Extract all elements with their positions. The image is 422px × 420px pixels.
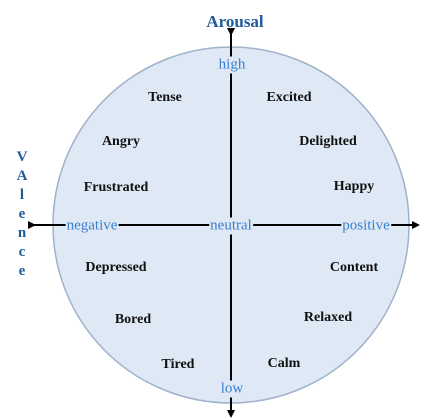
axis-label-neutral: neutral: [209, 217, 253, 235]
emotion-tense: Tense: [148, 90, 182, 105]
emotion-depressed: Depressed: [85, 260, 147, 275]
emotion-excited: Excited: [266, 90, 312, 105]
emotion-content: Content: [329, 260, 379, 275]
emotion-happy: Happy: [333, 179, 375, 194]
valence-letter: e: [18, 263, 26, 279]
axis-label-positive: positive: [341, 217, 391, 235]
emotion-bored: Bored: [114, 312, 152, 327]
valence-letter: V: [16, 149, 28, 165]
emotion-frustrated: Frustrated: [83, 180, 149, 195]
valence-title: V A l e n c e: [10, 148, 34, 281]
emotion-tired: Tired: [161, 357, 195, 372]
valence-letter: e: [18, 206, 26, 222]
emotion-delighted: Delighted: [299, 134, 357, 149]
emotion-angry: Angry: [101, 134, 141, 149]
arousal-title: Arousal: [206, 12, 264, 31]
valence-letter: A: [16, 168, 28, 184]
emotion-calm: Calm: [267, 356, 301, 371]
axis-label-high: high: [217, 56, 247, 74]
emotion-relaxed: Relaxed: [303, 310, 353, 325]
valence-letter: n: [17, 225, 27, 241]
valence-letter: l: [19, 187, 25, 203]
valence-letter: c: [18, 244, 26, 260]
axis-label-low: low: [219, 380, 245, 398]
axis-label-negative: negative: [65, 217, 119, 235]
